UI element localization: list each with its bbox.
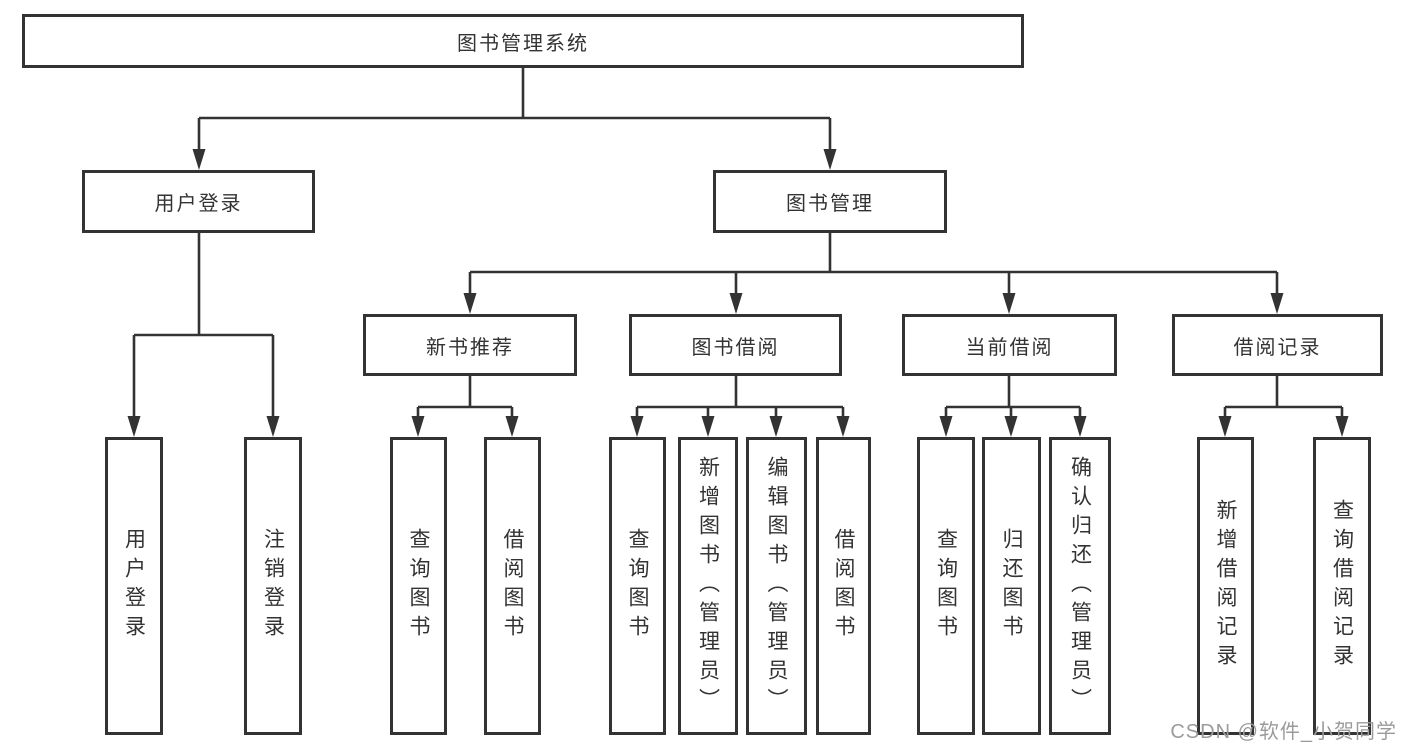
node-current-borrowing: 当前借阅 xyxy=(902,314,1117,376)
leaf-query-books-borrowing: 查询图书 xyxy=(609,437,666,735)
csdn-watermark: CSDN @软件_小贺同学 xyxy=(1170,721,1397,743)
leaf-confirm-return-admin: 确认归还（管理员） xyxy=(1049,437,1111,735)
node-root-label: 图书管理系统 xyxy=(457,32,589,55)
leaf-add-borrow-record-label: 新增借阅记录 xyxy=(1214,499,1238,673)
leaf-query-books-borrowing-label: 查询图书 xyxy=(626,528,650,644)
leaf-borrow-books-recommend: 借阅图书 xyxy=(484,437,541,735)
leaf-edit-books-admin: 编辑图书（管理员） xyxy=(746,437,807,735)
leaf-query-borrow-record: 查询借阅记录 xyxy=(1313,437,1371,735)
leaf-logout: 注销登录 xyxy=(244,437,302,735)
node-borrow-records-label: 借阅记录 xyxy=(1233,336,1322,359)
leaf-query-books-recommend-label: 查询图书 xyxy=(407,528,431,644)
node-current-borrowing-label: 当前借阅 xyxy=(965,336,1054,359)
leaf-query-books-recommend: 查询图书 xyxy=(390,437,447,735)
leaf-edit-books-admin-label: 编辑图书（管理员） xyxy=(765,455,789,717)
node-book-management-label: 图书管理 xyxy=(786,193,874,215)
node-user-login: 用户登录 xyxy=(82,170,315,233)
leaf-borrow-books-label: 借阅图书 xyxy=(832,528,856,644)
node-new-book-recommend: 新书推荐 xyxy=(363,314,577,376)
leaf-return-books: 归还图书 xyxy=(982,437,1041,735)
leaf-query-books-current: 查询图书 xyxy=(917,437,975,735)
node-root: 图书管理系统 xyxy=(22,14,1024,68)
leaf-add-borrow-record: 新增借阅记录 xyxy=(1197,437,1254,735)
node-user-login-label: 用户登录 xyxy=(154,193,243,215)
leaf-add-books-admin-label: 新增图书（管理员） xyxy=(696,455,720,717)
leaf-user-login-label: 用户登录 xyxy=(122,528,146,644)
node-new-book-recommend-label: 新书推荐 xyxy=(426,336,514,359)
node-book-borrowing: 图书借阅 xyxy=(629,314,842,376)
node-borrow-records: 借阅记录 xyxy=(1172,314,1383,376)
node-book-management: 图书管理 xyxy=(713,170,947,233)
leaf-return-books-label: 归还图书 xyxy=(1000,528,1024,644)
leaf-borrow-books-recommend-label: 借阅图书 xyxy=(501,528,525,644)
leaf-user-login: 用户登录 xyxy=(105,437,163,735)
leaf-query-books-current-label: 查询图书 xyxy=(934,528,958,644)
leaf-add-books-admin: 新增图书（管理员） xyxy=(678,437,738,735)
leaf-borrow-books: 借阅图书 xyxy=(816,437,871,735)
leaf-query-borrow-record-label: 查询借阅记录 xyxy=(1330,499,1354,673)
leaf-confirm-return-admin-label: 确认归还（管理员） xyxy=(1068,455,1092,717)
node-book-borrowing-label: 图书借阅 xyxy=(691,336,780,359)
leaf-logout-label: 注销登录 xyxy=(261,528,285,644)
